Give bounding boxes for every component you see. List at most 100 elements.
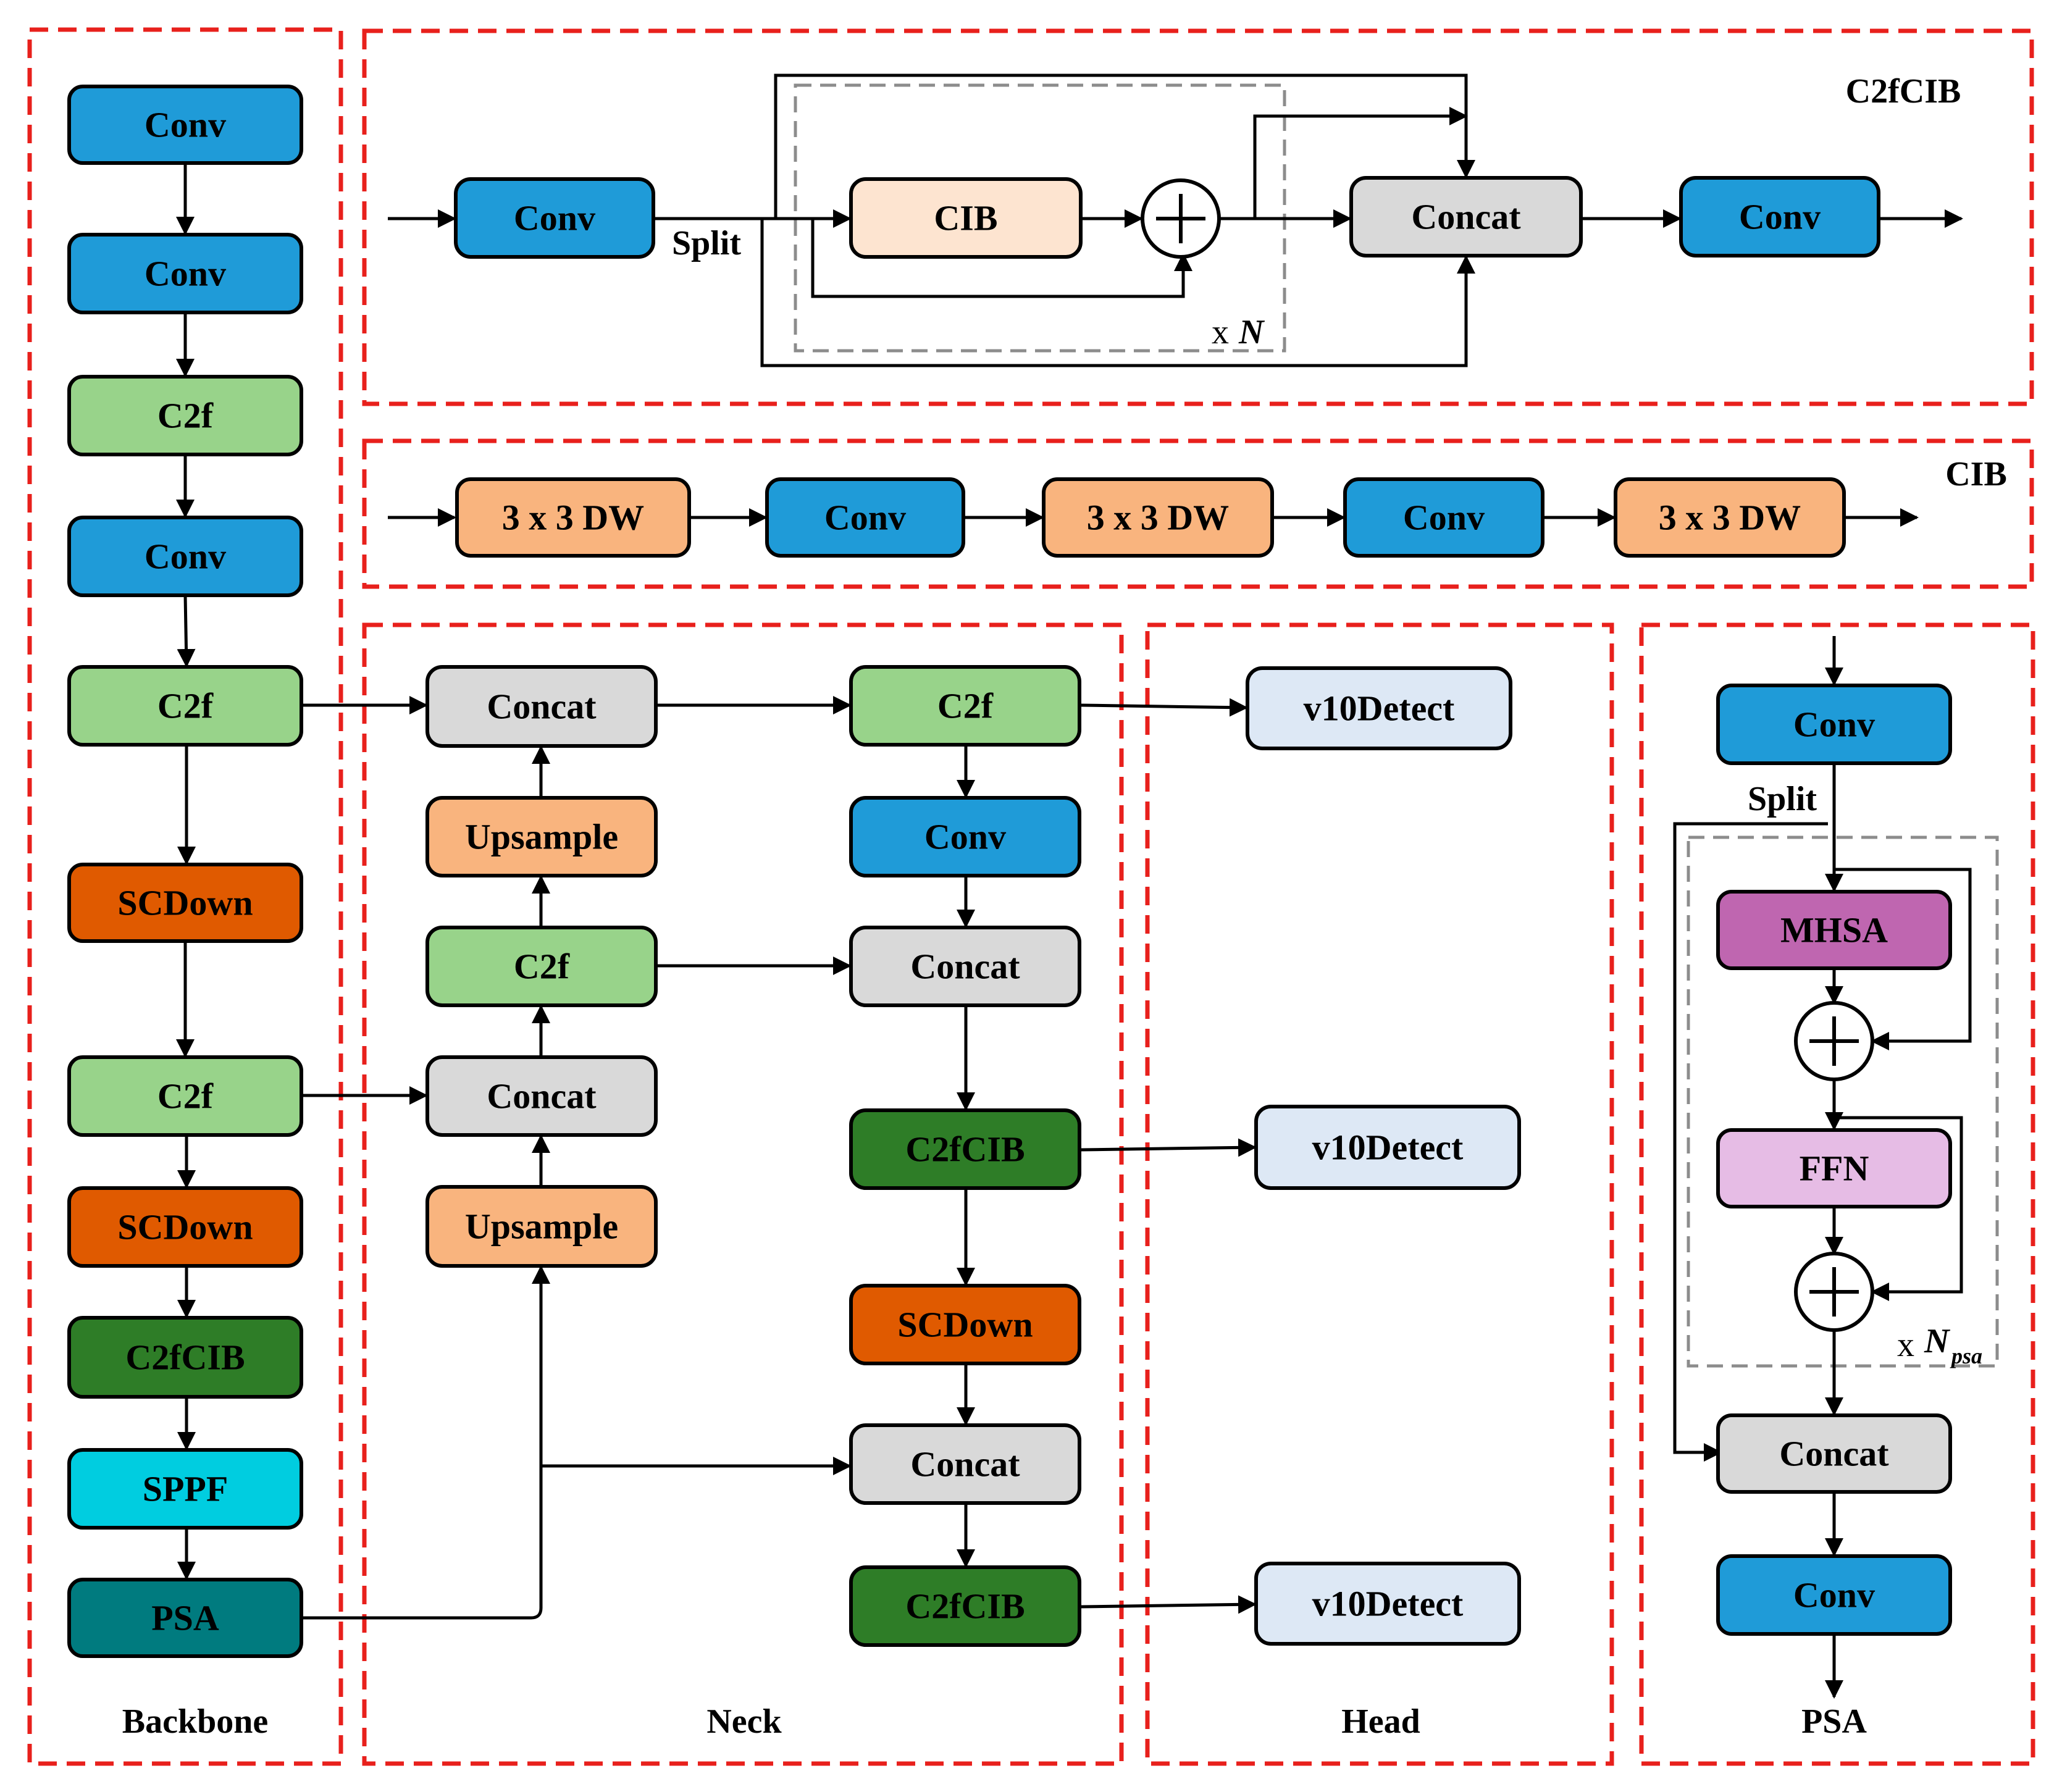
psa-conv-in: Conv: [1716, 684, 1952, 765]
neck-region: [362, 622, 1124, 1766]
svg-text:CIB: CIB: [934, 198, 997, 238]
psa-conv-out: Conv: [1716, 1554, 1952, 1636]
svg-text:PSA: PSA: [151, 1598, 219, 1638]
svg-text:3 x 3 DW: 3 x 3 DW: [1659, 498, 1801, 538]
head-caption: Head: [1341, 1702, 1420, 1741]
svg-text:Conv: Conv: [1403, 498, 1485, 538]
svg-text:Conv: Conv: [514, 198, 595, 238]
backbone-conv-1: Conv: [67, 85, 303, 165]
svg-text:Conv: Conv: [145, 537, 226, 577]
svg-text:Conv: Conv: [924, 817, 1006, 857]
svg-text:Concat: Concat: [1411, 197, 1521, 237]
neck-concat-2: Concat: [425, 1055, 658, 1137]
head-region: [1145, 622, 1614, 1766]
neck-c2f-right: C2f: [849, 665, 1081, 747]
svg-text:Conv: Conv: [1793, 705, 1875, 745]
svg-text:Concat: Concat: [487, 687, 597, 727]
c2fcib-concat: Concat: [1349, 176, 1583, 257]
svg-text:N: N: [1238, 313, 1265, 351]
c2fcib-conv-out: Conv: [1679, 176, 1880, 257]
backbone-conv-2: Conv: [67, 233, 303, 314]
svg-text:Conv: Conv: [824, 498, 906, 538]
neck-c2fcib-1: C2fCIB: [849, 1108, 1081, 1190]
svg-text:Concat: Concat: [910, 1444, 1020, 1484]
svg-text:C2fCIB: C2fCIB: [125, 1338, 245, 1378]
backbone-c2f-1: C2f: [67, 375, 303, 456]
backbone-region: [27, 27, 343, 1766]
neck-concat-1: Concat: [425, 665, 658, 748]
cib-dw-3: 3 x 3 DW: [1614, 477, 1846, 558]
backbone-scdown-1: SCDown: [67, 863, 303, 943]
svg-text:v10Detect: v10Detect: [1312, 1128, 1464, 1168]
cib-dw-1: 3 x 3 DW: [455, 477, 691, 558]
psa-split-label: Split: [1748, 780, 1817, 818]
c2fcib-split-label: Split: [672, 224, 741, 262]
c2fcib-cib: CIB: [849, 177, 1083, 259]
svg-text:C2f: C2f: [514, 947, 570, 987]
psa-concat: Concat: [1716, 1413, 1952, 1494]
backbone-caption: Backbone: [122, 1702, 269, 1741]
svg-text:Concat: Concat: [910, 947, 1020, 987]
neck-upsample-1: Upsample: [425, 796, 658, 877]
head-v10detect-3: v10Detect: [1254, 1562, 1521, 1646]
backbone-psa: PSA: [67, 1578, 303, 1658]
cib-conv-2: Conv: [1343, 477, 1544, 558]
svg-text:Concat: Concat: [1779, 1434, 1889, 1474]
svg-text:C2f: C2f: [157, 686, 214, 726]
svg-text:C2fCIB: C2fCIB: [905, 1129, 1025, 1170]
svg-text:FFN: FFN: [1800, 1149, 1869, 1189]
svg-text:Concat: Concat: [487, 1076, 597, 1116]
c2fcib-caption: C2fCIB: [1846, 72, 1961, 111]
head-v10detect-1: v10Detect: [1246, 666, 1512, 750]
c2fcib-region: [362, 28, 2034, 406]
neck-conv: Conv: [849, 796, 1081, 877]
psa-add-icon-2: [1794, 1252, 1874, 1332]
c2fcib-add-icon: [1141, 178, 1221, 259]
svg-text:3 x 3 DW: 3 x 3 DW: [502, 498, 644, 538]
backbone-c2fcib: C2fCIB: [67, 1316, 303, 1399]
svg-text:3 x 3 DW: 3 x 3 DW: [1087, 498, 1229, 538]
head-v10detect-2: v10Detect: [1254, 1105, 1521, 1190]
psa-repeat-label: x N psa: [1897, 1322, 1982, 1368]
svg-text:C2f: C2f: [157, 1076, 214, 1116]
psa-mhsa: MHSA: [1716, 890, 1952, 970]
svg-text:x: x: [1897, 1326, 1914, 1364]
psa-add-icon-1: [1794, 1001, 1874, 1081]
backbone-c2f-3: C2f: [67, 1055, 303, 1137]
psa-repeat-box: [1687, 835, 1999, 1368]
svg-text:v10Detect: v10Detect: [1304, 689, 1455, 729]
neck-c2fcib-2: C2fCIB: [849, 1565, 1081, 1647]
svg-text:v10Detect: v10Detect: [1312, 1584, 1464, 1624]
neck-c2f-left: C2f: [425, 926, 658, 1007]
neck-scdown: SCDown: [849, 1284, 1081, 1365]
svg-text:Conv: Conv: [1739, 197, 1821, 237]
svg-text:Upsample: Upsample: [465, 817, 618, 857]
backbone-sppf: SPPF: [67, 1448, 303, 1530]
svg-text:Conv: Conv: [145, 105, 226, 145]
svg-text:psa: psa: [1950, 1344, 1982, 1368]
psa-ffn: FFN: [1716, 1128, 1952, 1208]
svg-text:Conv: Conv: [145, 254, 226, 294]
cib-conv-1: Conv: [765, 477, 965, 558]
neck-caption: Neck: [706, 1702, 782, 1741]
neck-concat-4: Concat: [849, 1423, 1081, 1505]
backbone-c2f-2: C2f: [67, 665, 303, 747]
neck-concat-3: Concat: [849, 926, 1081, 1007]
svg-text:SCDown: SCDown: [897, 1305, 1033, 1345]
svg-text:C2f: C2f: [157, 396, 214, 436]
psa-caption: PSA: [1801, 1702, 1867, 1741]
svg-text:Upsample: Upsample: [465, 1207, 618, 1247]
svg-text:x: x: [1212, 313, 1229, 351]
svg-text:C2f: C2f: [937, 686, 994, 726]
svg-text:N: N: [1924, 1322, 1951, 1360]
cib-dw-2: 3 x 3 DW: [1042, 477, 1274, 558]
c2fcib-repeat-label: x N: [1212, 313, 1265, 351]
svg-text:SCDown: SCDown: [117, 1207, 253, 1247]
cib-region: [362, 438, 2034, 589]
svg-text:MHSA: MHSA: [1780, 910, 1888, 950]
c2fcib-conv-in: Conv: [454, 177, 655, 259]
svg-text:C2fCIB: C2fCIB: [905, 1586, 1025, 1627]
svg-text:SCDown: SCDown: [117, 883, 253, 923]
backbone-conv-3: Conv: [67, 516, 303, 597]
